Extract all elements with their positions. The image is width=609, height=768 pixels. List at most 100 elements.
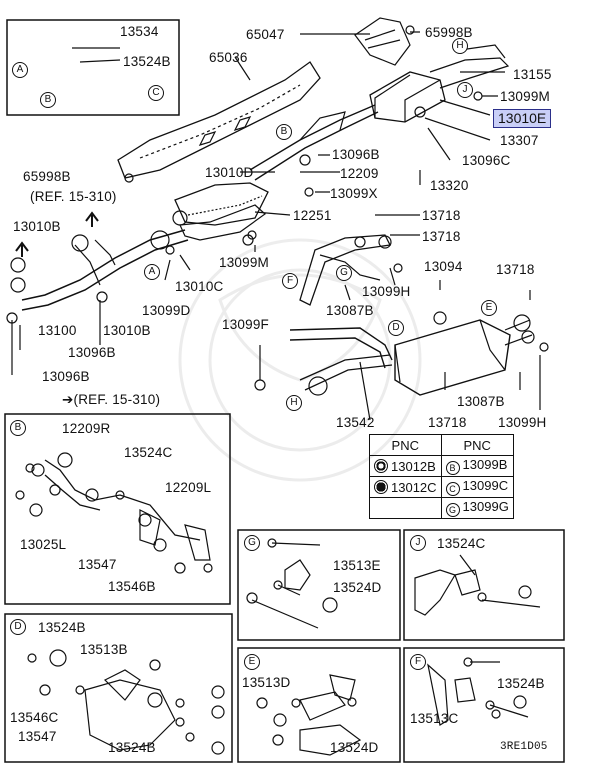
part-label: 13320 [430, 178, 469, 193]
part-label: 13513D [242, 675, 291, 690]
part-label: 13718 [496, 262, 535, 277]
marker-b-icon: B [40, 92, 56, 108]
center-pipe [249, 104, 376, 171]
part-label: 12209L [165, 480, 212, 495]
part-label: 13546B [108, 579, 156, 594]
reference-label[interactable]: ➔(REF. 15-310) [62, 392, 161, 407]
pnc-header: PNC [440, 434, 514, 456]
pnc-cell[interactable]: 13012C [369, 476, 442, 498]
part-label: 13155 [513, 67, 552, 82]
part-label: 13547 [78, 557, 117, 572]
footer-code: 3RE1D05 [500, 741, 548, 753]
part-label: 13524D [333, 580, 382, 595]
part-label: 13010C [175, 279, 224, 294]
part-label: 13099M [500, 89, 550, 104]
part-label: 65036 [209, 50, 248, 65]
detail-j-frame [403, 529, 565, 641]
part-label: 65998B [425, 25, 473, 40]
part-label: 13099D [142, 303, 191, 318]
part-label: 13099H [362, 284, 411, 299]
solid-nut-icon [374, 479, 388, 494]
part-label: 13534 [120, 24, 159, 39]
pnc-cell[interactable]: 13012B [369, 455, 442, 477]
part-label: 13087B [326, 303, 374, 318]
part-label: 13096B [68, 345, 116, 360]
part-label: 13100 [38, 323, 77, 338]
part-label: 13099H [498, 415, 547, 430]
main-muffler [369, 71, 446, 123]
part-label: 13010B [13, 219, 61, 234]
part-label: 13513C [410, 711, 459, 726]
part-label: 12251 [293, 208, 332, 223]
pnc-header: PNC [369, 434, 442, 456]
marker-g-icon: G [445, 503, 460, 517]
detail-f-frame [403, 647, 565, 763]
detail-g-marker-icon: G [244, 535, 260, 551]
ring-nut-icon [374, 458, 388, 473]
heat-shield-65036 [117, 61, 321, 179]
part-label: 13010B [103, 323, 151, 338]
detail-f-marker-icon: F [410, 654, 426, 670]
part-label: 13718 [428, 415, 467, 430]
part-label: 13099M [219, 255, 269, 270]
marker-a-icon: A [12, 62, 28, 78]
detail-b-marker-icon: B [10, 420, 26, 436]
part-label: 65998B [23, 169, 71, 184]
part-label: 12209R [62, 421, 111, 436]
catalytic-converter [174, 182, 269, 226]
part-label: 13087B [457, 394, 505, 409]
detail-d-frame [4, 613, 233, 763]
part-label: 65047 [246, 27, 285, 42]
part-label: 13542 [336, 415, 375, 430]
marker-h-icon: H [452, 38, 468, 54]
marker-a-icon: A [144, 264, 160, 280]
part-label: 13546C [10, 710, 59, 725]
marker-h-icon: H [286, 395, 302, 411]
heat-shield-65047 [354, 17, 411, 66]
part-label: 13524C [437, 536, 486, 551]
heat-shield-12251 [179, 204, 266, 241]
part-label: 13096C [462, 153, 511, 168]
detail-e-marker-icon: E [244, 654, 260, 670]
marker-e-icon: E [481, 300, 497, 316]
part-label: 13524C [124, 445, 173, 460]
part-label: 13094 [424, 259, 463, 274]
marker-g-icon: G [336, 265, 352, 281]
detail-g-frame [237, 529, 401, 641]
detail-a-frame [6, 19, 180, 116]
part-label: 13718 [422, 208, 461, 223]
part-label: 13096B [332, 147, 380, 162]
pnc-cell-empty [369, 497, 442, 519]
part-label: 13099F [222, 317, 269, 332]
part-label: 13524B [38, 620, 86, 635]
part-label: 13099X [330, 186, 378, 201]
part-label: 13547 [18, 729, 57, 744]
part-label: 13524B [123, 54, 171, 69]
part-label: 13524B [108, 740, 156, 755]
part-label: 13096B [42, 369, 90, 384]
detail-e-frame [237, 647, 401, 763]
marker-c-icon: C [148, 85, 164, 101]
reference-label[interactable]: (REF. 15-310) [30, 189, 117, 204]
part-label: 13524D [330, 740, 379, 755]
detail-d-marker-icon: D [10, 619, 26, 635]
part-label: 13513E [333, 558, 381, 573]
part-label: 13524B [497, 676, 545, 691]
marker-d-icon: D [388, 320, 404, 336]
marker-c-icon: C [445, 482, 460, 496]
detail-j-marker-icon: J [410, 535, 426, 551]
marker-j-icon: J [457, 82, 473, 98]
marker-b-icon: B [445, 461, 460, 475]
detail-b-frame [4, 413, 231, 605]
front-pipe [21, 229, 186, 301]
part-label: 13025L [20, 537, 67, 552]
highlighted-part-label[interactable]: 13010E [493, 109, 552, 128]
part-label: 13513B [80, 642, 128, 657]
part-label: 13307 [500, 133, 539, 148]
part-label: 12209 [340, 166, 379, 181]
